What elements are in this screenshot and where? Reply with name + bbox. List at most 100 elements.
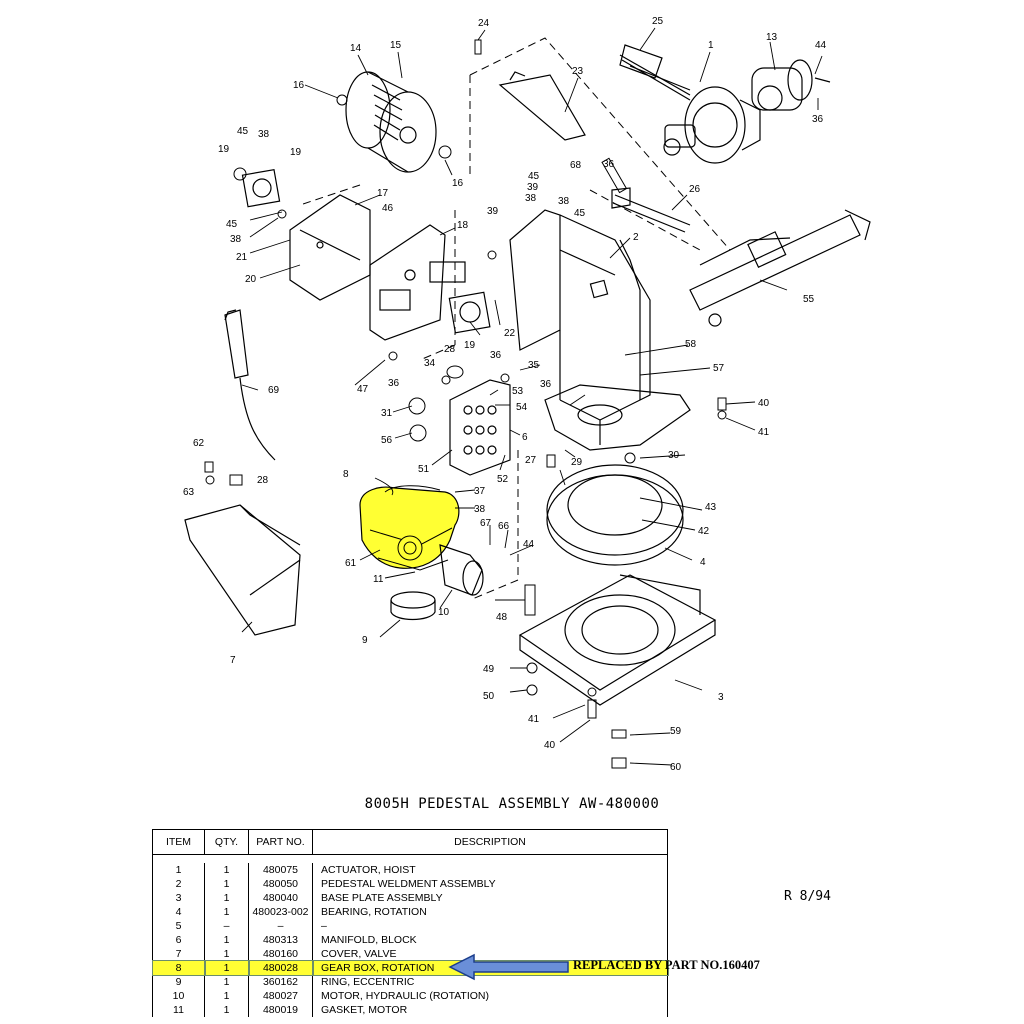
callout-18: 18 (457, 220, 469, 231)
callout-11: 11 (373, 574, 384, 585)
cell-part: 480075 (248, 863, 313, 877)
callout-34: 34 (424, 358, 436, 369)
valve-cover (184, 504, 301, 636)
callout-1: 1 (708, 40, 714, 51)
callout-27: 27 (525, 455, 537, 466)
callout-19c: 19 (464, 340, 476, 351)
cell-item: 10 (152, 989, 205, 1003)
cell-qty: 1 (204, 1003, 249, 1017)
boom-pin (611, 187, 691, 233)
rotation-motor (439, 544, 484, 596)
callout-56: 56 (381, 435, 393, 446)
callout-36e: 36 (540, 379, 552, 390)
table-row: 5––– (152, 919, 668, 933)
callout-38d: 38 (558, 196, 570, 207)
cell-part: – (248, 919, 313, 933)
callout-19a: 19 (218, 144, 230, 155)
callout-53: 53 (512, 386, 524, 397)
callout-38b: 38 (230, 234, 242, 245)
cell-qty: 1 (204, 891, 249, 905)
cell-qty: 1 (204, 863, 249, 877)
callout-40a: 40 (758, 398, 770, 409)
cell-item: 8 (151, 960, 206, 976)
cell-desc: PEDESTAL WELDMENT ASSEMBLY (312, 877, 668, 891)
assembly-guide-lines (299, 37, 731, 601)
callout-9: 9 (362, 635, 368, 646)
drum-side-plate (289, 194, 371, 301)
callout-45a: 45 (237, 126, 249, 137)
cell-part: 480313 (248, 933, 313, 947)
callout-59: 59 (670, 726, 682, 737)
cell-qty: – (204, 919, 249, 933)
callout-45c: 45 (528, 171, 540, 182)
cell-qty: 1 (204, 905, 249, 919)
assembly-title: 8005H PEDESTAL ASSEMBLY AW-480000 (364, 796, 660, 812)
boom-cover (498, 71, 586, 141)
cell-part: 480023-002 (248, 905, 313, 919)
callout-45d: 45 (574, 208, 586, 219)
callout-14: 14 (350, 43, 362, 54)
callout-16a: 16 (293, 80, 305, 91)
cell-qty: 1 (204, 877, 249, 891)
callout-52: 52 (497, 474, 509, 485)
callout-22: 22 (504, 328, 516, 339)
callout-23: 23 (572, 66, 584, 77)
callout-6: 6 (522, 432, 528, 443)
cell-desc: ACTUATOR, HOIST (312, 863, 668, 877)
cell-desc: BASE PLATE ASSEMBLY (312, 891, 668, 905)
cell-part: 480160 (248, 947, 313, 961)
callout-37: 37 (474, 486, 486, 497)
rotation-bearing (546, 464, 684, 566)
eccentric-ring (390, 591, 436, 621)
header-item: ITEM (152, 829, 205, 855)
cell-desc: RING, ECCENTRIC (312, 975, 668, 989)
callout-7: 7 (230, 655, 236, 666)
callout-8: 8 (343, 469, 349, 480)
callout-38e: 38 (474, 504, 486, 515)
callout-62: 62 (193, 438, 205, 449)
callout-31: 31 (381, 408, 393, 419)
callout-57: 57 (713, 363, 725, 374)
cell-part: 480027 (248, 989, 313, 1003)
cell-desc: GASKET, MOTOR (312, 1003, 668, 1017)
callout-16b: 16 (452, 178, 464, 189)
header-qty: QTY. (204, 829, 249, 855)
callout-21: 21 (236, 252, 248, 263)
callout-48: 48 (496, 612, 508, 623)
callout-4: 4 (700, 557, 706, 568)
callout-15: 15 (390, 40, 402, 51)
callout-36b: 36 (603, 159, 615, 170)
callout-38a: 38 (258, 129, 270, 140)
callout-51: 51 (418, 464, 430, 475)
callout-3: 3 (718, 692, 724, 703)
rotation-gearbox-highlighted (359, 485, 460, 571)
callout-25: 25 (652, 16, 664, 27)
cell-item: 2 (152, 877, 205, 891)
callout-63: 63 (183, 487, 195, 498)
cell-qty: 1 (204, 975, 249, 989)
callout-45b: 45 (226, 219, 238, 230)
callout-67: 67 (480, 518, 492, 529)
cell-qty: 1 (204, 989, 249, 1003)
hoist-pin-plate (619, 44, 691, 91)
callout-47: 47 (357, 384, 369, 395)
cell-desc: COVER, VALVE (312, 947, 668, 961)
pedestal-weldment (509, 209, 691, 451)
boom-cylinder (689, 209, 871, 327)
fasteners (204, 39, 727, 769)
callout-38c: 38 (525, 193, 537, 204)
cell-part: 480019 (248, 1003, 313, 1017)
cell-item: 11 (152, 1003, 205, 1017)
cell-part: 480040 (248, 891, 313, 905)
callout-26: 26 (689, 184, 701, 195)
callout-13: 13 (766, 32, 778, 43)
callout-69: 69 (268, 385, 280, 396)
drum-support-plate (369, 224, 466, 341)
callout-46: 46 (382, 203, 394, 214)
hoist-motor (751, 59, 831, 111)
